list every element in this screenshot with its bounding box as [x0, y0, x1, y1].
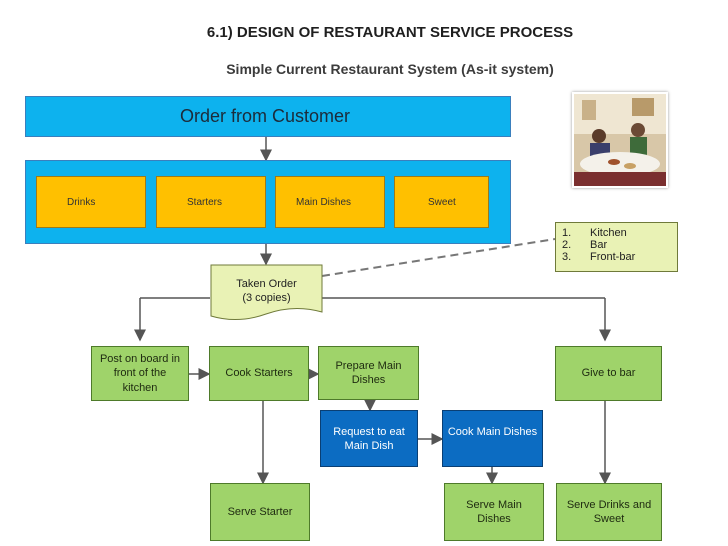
category-drinks: Drinks: [36, 176, 146, 228]
order-from-customer-label: Order from Customer: [180, 106, 351, 126]
step-serve-drinks-sweet: Serve Drinks and Sweet: [556, 483, 662, 541]
step-give-to-bar: Give to bar: [555, 346, 662, 401]
step-post-on-board: Post on board in front of the kitchen: [91, 346, 189, 401]
locations-list: 1.Kitchen 2.Bar 3.Front-bar: [555, 222, 678, 272]
step-cook-main-dishes: Cook Main Dishes: [442, 410, 543, 467]
step-serve-starter: Serve Starter: [210, 483, 310, 541]
taken-order-document-shape: [210, 264, 323, 320]
location-item: 3.Front-bar: [562, 251, 636, 263]
page-title: 6.1) DESIGN OF RESTAURANT SERVICE PROCES…: [206, 24, 574, 41]
page-subtitle: Simple Current Restaurant System (As-it …: [226, 61, 554, 77]
restaurant-photo: [572, 92, 668, 188]
location-item: 2.Bar: [562, 239, 608, 251]
location-item: 1.Kitchen: [562, 227, 627, 239]
category-sweet: Sweet: [394, 176, 489, 228]
step-prepare-main-dishes: Prepare Main Dishes: [318, 346, 419, 400]
step-serve-main-dishes: Serve Main Dishes: [444, 483, 544, 541]
category-main-dishes: Main Dishes: [275, 176, 385, 228]
step-request-main-dish: Request to eat Main Dish: [320, 410, 418, 467]
taken-order-label: Taken Order (3 copies): [236, 278, 297, 305]
step-cook-starters: Cook Starters: [209, 346, 309, 401]
category-starters: Starters: [156, 176, 266, 228]
dashed-link-taken-order-to-locations: [321, 238, 556, 277]
order-from-customer-bar: [25, 96, 511, 137]
